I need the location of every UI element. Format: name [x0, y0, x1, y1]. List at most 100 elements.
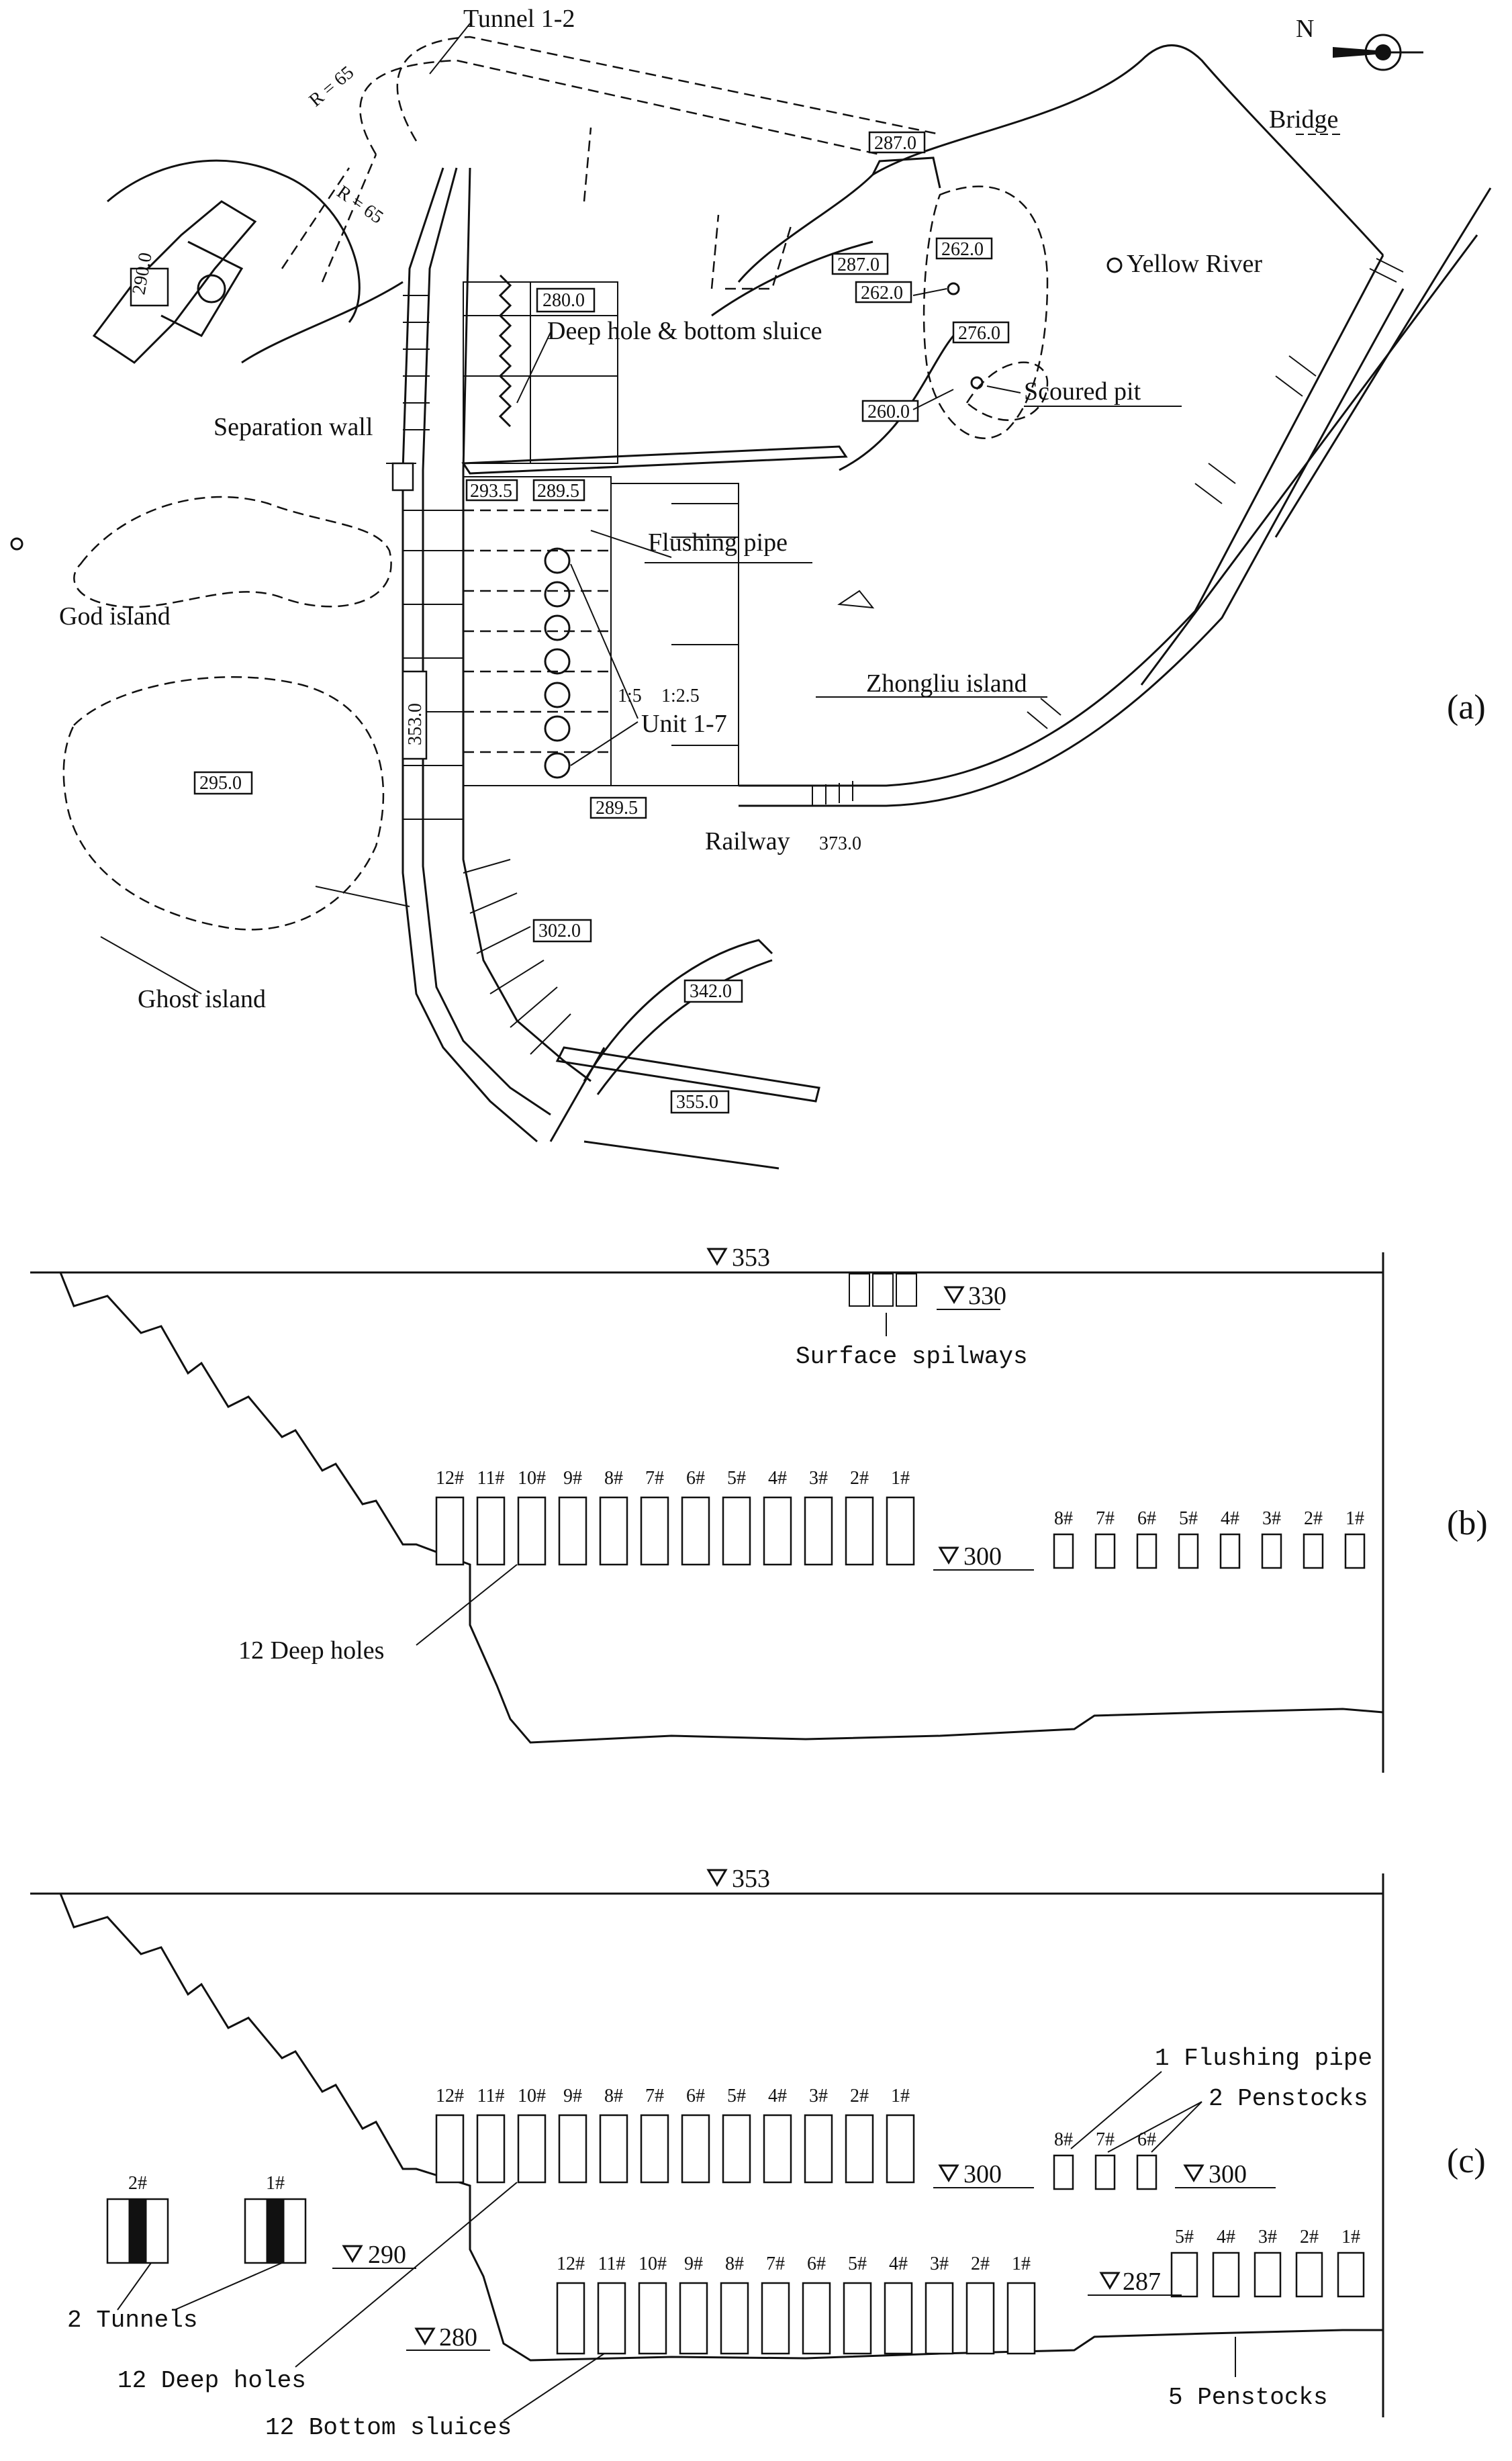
bottom-sluice-number: 11#: [598, 2254, 626, 2274]
level-280-c: 280: [406, 2323, 490, 2352]
panel-a-plan: N Tunnel 1-2 R = 65 R = 65 290.0: [10, 5, 1492, 1170]
god-island-label: God island: [59, 602, 171, 631]
penstock-number: 2#: [1300, 2227, 1319, 2247]
right-outlet-b-number: 2#: [1304, 1508, 1323, 1529]
upper-right-outlet-c-box: [1053, 2154, 1074, 2190]
bottom-sluice-number: 10#: [639, 2254, 667, 2274]
railway-label: Railway: [705, 827, 790, 855]
penstock-number: 4#: [1217, 2227, 1235, 2247]
elev-287: 287.0: [837, 254, 880, 275]
flushing-pipe-label: Flushing pipe: [648, 528, 788, 557]
river-marker-icon: [1106, 257, 1123, 273]
deep-hole-c-box: [599, 2114, 628, 2184]
deep-hole-c-number: 10#: [518, 2086, 546, 2106]
crest-marker-b: 353: [706, 1244, 770, 1272]
panel-c-section: 353 12#11#10#9#8#7#6#5#4#3#2#1# 300 8#7#…: [30, 1865, 1486, 2442]
deep-hole-c-number: 11#: [477, 2086, 505, 2106]
surface-spillways: 330 Surface spilways: [796, 1273, 1028, 1371]
deep-holes-c: 12#11#10#9#8#7#6#5#4#3#2#1#: [435, 2086, 915, 2184]
deep-hole-c-number: 2#: [850, 2086, 869, 2106]
deep-hole-b-number: 6#: [686, 1468, 705, 1489]
deep-hole-c-box: [517, 2114, 547, 2184]
elev-280: 280.0: [542, 290, 585, 311]
units-label: Unit 1-7: [641, 710, 727, 738]
bottom-sluice-box: [1006, 2282, 1036, 2355]
tunnel-label: Tunnel 1-2: [463, 5, 575, 33]
tunnel-core: [128, 2199, 147, 2263]
deep-hole-c-box: [476, 2114, 506, 2184]
bottom-sluice-box: [965, 2282, 995, 2355]
deep-hole-c-number: 5#: [727, 2086, 746, 2106]
elev-262-a: 262.0: [941, 239, 984, 260]
deep-hole-c-number: 9#: [563, 2086, 582, 2106]
deep-hole-b-number: 3#: [809, 1468, 828, 1489]
slope-label-2: 1:2.5: [661, 686, 700, 706]
powerhouse: 293.5 289.5 Flushing pipe Unit 1-7 1:5 1…: [463, 476, 812, 786]
yellow-river-label: Yellow River: [1127, 250, 1262, 278]
deep-hole-b-box: [640, 1496, 669, 1566]
penstocks-c: 5#4#3#2#1#: [1170, 2227, 1365, 2298]
bottom-sluice-number: 9#: [684, 2254, 703, 2274]
tunnel-outline: [281, 36, 941, 290]
deep-hole-c-box: [435, 2114, 465, 2184]
upper-right-outlet-c-box: [1094, 2154, 1116, 2190]
tunnels-c: 2#1#: [106, 2173, 307, 2264]
right-outlet-b-number: 6#: [1137, 1508, 1156, 1529]
tunnel-leader: [429, 23, 471, 75]
elev-295: 295.0: [199, 773, 242, 794]
level-287-c: 287: [1088, 2268, 1182, 2296]
bottom-sluice-box: [884, 2282, 913, 2355]
elev-262-b: 262.0: [861, 283, 903, 304]
zhongliu-marker-icon: [837, 590, 875, 609]
deep-hole-b-box: [435, 1496, 465, 1566]
elev-355: 355.0: [676, 1092, 718, 1113]
deep-hole-b-number: 5#: [727, 1468, 746, 1489]
deep-hole-b-box: [886, 1496, 915, 1566]
penstock-number: 5#: [1175, 2227, 1194, 2247]
deep-hole-c-number: 1#: [891, 2086, 910, 2106]
deep-hole-b-box: [599, 1496, 628, 1566]
flushing-pipe-label-c: 1 Flushing pipe: [1155, 2045, 1372, 2072]
upper-right-outlet-c-number: 8#: [1054, 2129, 1073, 2150]
left-intake-structure: 290.0: [92, 159, 404, 364]
upper-right-outlet-c-box: [1136, 2154, 1157, 2190]
penstock-number: 1#: [1341, 2227, 1360, 2247]
penstock-box: [1212, 2251, 1240, 2298]
tunnel-number: 2#: [128, 2173, 147, 2194]
bottom-sluice-number: 7#: [766, 2254, 785, 2274]
deep-holes-b: 12#11#10#9#8#7#6#5#4#3#2#1#: [435, 1468, 915, 1566]
elev-287-top: 287.0: [874, 133, 916, 154]
deep-holes-label-c: 12 Deep holes: [117, 2367, 306, 2395]
downstream-hills: 302.0 342.0 355.0: [532, 919, 820, 1170]
deep-hole-b-number: 8#: [604, 1468, 623, 1489]
spillway-level: 330: [968, 1282, 1006, 1310]
level-280-label: 280: [439, 2323, 477, 2352]
deep-hole-block: 280.0 Deep hole & bottom sluice: [461, 274, 848, 475]
level-300-c-a-label: 300: [963, 2160, 1002, 2188]
deep-hole-b-number: 2#: [850, 1468, 869, 1489]
bottom-sluice-number: 1#: [1012, 2254, 1031, 2274]
level-290-label: 290: [368, 2241, 406, 2269]
deep-hole-b-box: [681, 1496, 710, 1566]
deep-hole-b-number: 9#: [563, 1468, 582, 1489]
penstock-box: [1295, 2251, 1323, 2298]
elev-342: 342.0: [690, 981, 732, 1002]
bottom-sluice-box: [925, 2282, 954, 2355]
zhongliu-label: Zhongliu island: [866, 669, 1027, 698]
bottom-sluice-box: [679, 2282, 708, 2355]
radius-label-2: R = 65: [333, 181, 387, 228]
panel-a-label: (a): [1447, 688, 1486, 727]
ghost-island-label: Ghost island: [138, 985, 266, 1013]
bottom-sluice-box: [597, 2282, 626, 2355]
level-300-c-b-label: 300: [1209, 2160, 1247, 2188]
deep-hole-b-number: 10#: [518, 1468, 546, 1489]
islands: God island 295.0 Ghost island Separation…: [10, 413, 416, 1013]
crest-level-b: 353: [732, 1244, 770, 1272]
deep-hole-b-number: 1#: [891, 1468, 910, 1489]
right-outlet-b-number: 3#: [1262, 1508, 1281, 1529]
crest-marker-c: 353: [706, 1865, 770, 1893]
bottom-sluice-box: [638, 2282, 667, 2355]
deep-hole-b-number: 12#: [436, 1468, 464, 1489]
right-outlet-b-box: [1303, 1533, 1324, 1569]
